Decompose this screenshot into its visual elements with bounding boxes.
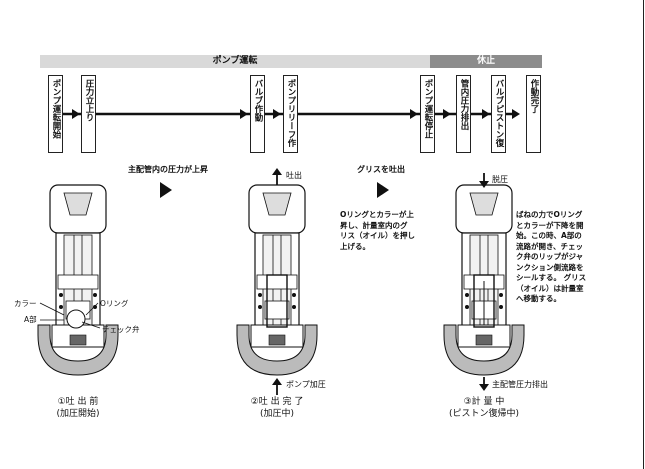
step-pump-stop: ポンプ運転停止 bbox=[420, 75, 435, 153]
valve-figure-2 bbox=[236, 184, 318, 376]
label-a-part: A部 bbox=[24, 315, 37, 324]
step-valve-action: バルブ作動 bbox=[250, 75, 265, 153]
arrow-up-pump-pressure bbox=[272, 378, 282, 385]
step-pump-start: ポンプ運転開始 bbox=[48, 75, 63, 153]
description-middle: Oリングとカラーが上 昇し、計量室内のグ リス（オイル）を押し 上げる。 bbox=[340, 210, 415, 251]
caption-figure-2: ②吐 出 完 了(加圧中) bbox=[250, 397, 304, 419]
phase-band-stop: 休止 bbox=[430, 55, 542, 68]
arrow-down-main-discharge bbox=[479, 384, 489, 391]
step-pump-relief: ポンプリリーフ作動 bbox=[283, 75, 298, 153]
phase-band-run: ポンプ運転 bbox=[40, 55, 430, 68]
label-depressure: 脱圧 bbox=[492, 175, 508, 184]
step-pressure-rise: 圧力立上り bbox=[81, 75, 96, 153]
stage-label-pressure-rise: 主配管内の圧力が上昇 bbox=[128, 165, 208, 174]
phase-stop-label: 休止 bbox=[476, 56, 495, 66]
arrow-up-discharge bbox=[272, 168, 282, 175]
valve-figure-1 bbox=[37, 184, 119, 376]
label-oring: Oリング bbox=[100, 299, 129, 308]
valve-figure-3 bbox=[443, 184, 525, 376]
phase-run-label: ポンプ運転 bbox=[212, 56, 258, 66]
timeline-arrow-5 bbox=[443, 109, 451, 119]
description-right: ばねの力でOリング とカラーが下降を開 始。この時、A部の 流路が開き、チェッ … bbox=[516, 210, 587, 303]
label-check-valve: チェック弁 bbox=[102, 325, 140, 334]
step-pressure-discharge: 管内圧力排出 bbox=[456, 75, 471, 153]
timeline-arrow-3 bbox=[273, 109, 281, 119]
timeline-arrow-2 bbox=[240, 109, 248, 119]
timeline-arrow-1 bbox=[72, 109, 80, 119]
page-border-line bbox=[643, 0, 644, 469]
label-discharge: 吐出 bbox=[286, 171, 302, 180]
arrow-down-depressure bbox=[479, 181, 489, 188]
label-collar: カラー bbox=[14, 299, 37, 308]
timeline-arrow-6 bbox=[482, 109, 490, 119]
step-piston-return: バルブピストン復帰 bbox=[491, 75, 506, 153]
timeline-arrow-7 bbox=[512, 109, 520, 119]
timeline-arrow-4 bbox=[410, 109, 418, 119]
caption-figure-3: ③計 量 中(ピストン復帰中) bbox=[448, 397, 520, 419]
stage-label-grease-out: グリスを吐出 bbox=[357, 165, 405, 174]
label-main-pressure-discharge: 主配管圧力排出 bbox=[492, 380, 548, 389]
step-complete: 作動完了 bbox=[526, 75, 541, 153]
label-pump-pressure: ポンプ加圧 bbox=[286, 380, 326, 389]
play-arrow-2 bbox=[377, 182, 389, 198]
caption-figure-1: ①吐 出 前(加圧開始) bbox=[56, 397, 100, 419]
play-arrow-1 bbox=[160, 182, 172, 198]
